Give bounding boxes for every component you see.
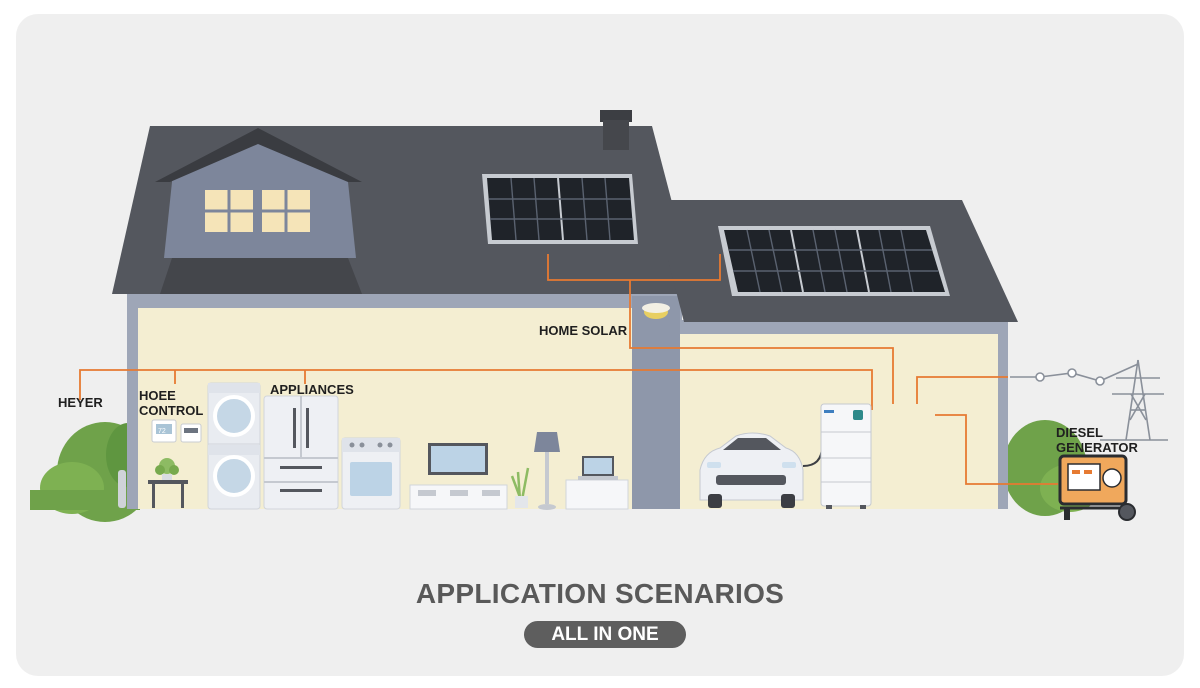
plant-icon xyxy=(148,458,188,508)
refrigerator-icon xyxy=(263,395,339,510)
page-title: APPLICATION SCENARIOS xyxy=(415,578,785,609)
floor-lamp-icon xyxy=(510,432,560,510)
appliances-label: APPLIANCES xyxy=(270,382,354,397)
dormer xyxy=(155,128,362,294)
tv-icon xyxy=(409,443,508,510)
home-solar-label: HOME SOLAR xyxy=(539,323,628,338)
solar-panel-icon xyxy=(482,174,638,244)
subtitle-badge: ALL IN ONE xyxy=(524,621,686,648)
heyer-label: HEYER xyxy=(58,395,103,410)
electric-car-icon xyxy=(699,432,823,508)
power-tower-icon xyxy=(1010,359,1168,441)
wiring xyxy=(79,254,1058,485)
thermostat-reading: 72 xyxy=(158,428,166,435)
diesel-generator-label: DIESEL GENERATOR xyxy=(1056,425,1138,455)
washer-dryer-icon xyxy=(207,382,261,510)
battery-storage-icon xyxy=(820,403,872,509)
diesel-generator-icon xyxy=(1058,454,1136,521)
laptop-icon xyxy=(565,456,629,510)
oven-icon xyxy=(341,437,401,510)
solar-panel-icon-2 xyxy=(718,226,950,296)
hoee-control-label: HOEE CONTROL xyxy=(139,388,204,418)
thermostat-icon: 72 xyxy=(151,419,202,443)
ceiling-light-icon xyxy=(642,303,670,319)
